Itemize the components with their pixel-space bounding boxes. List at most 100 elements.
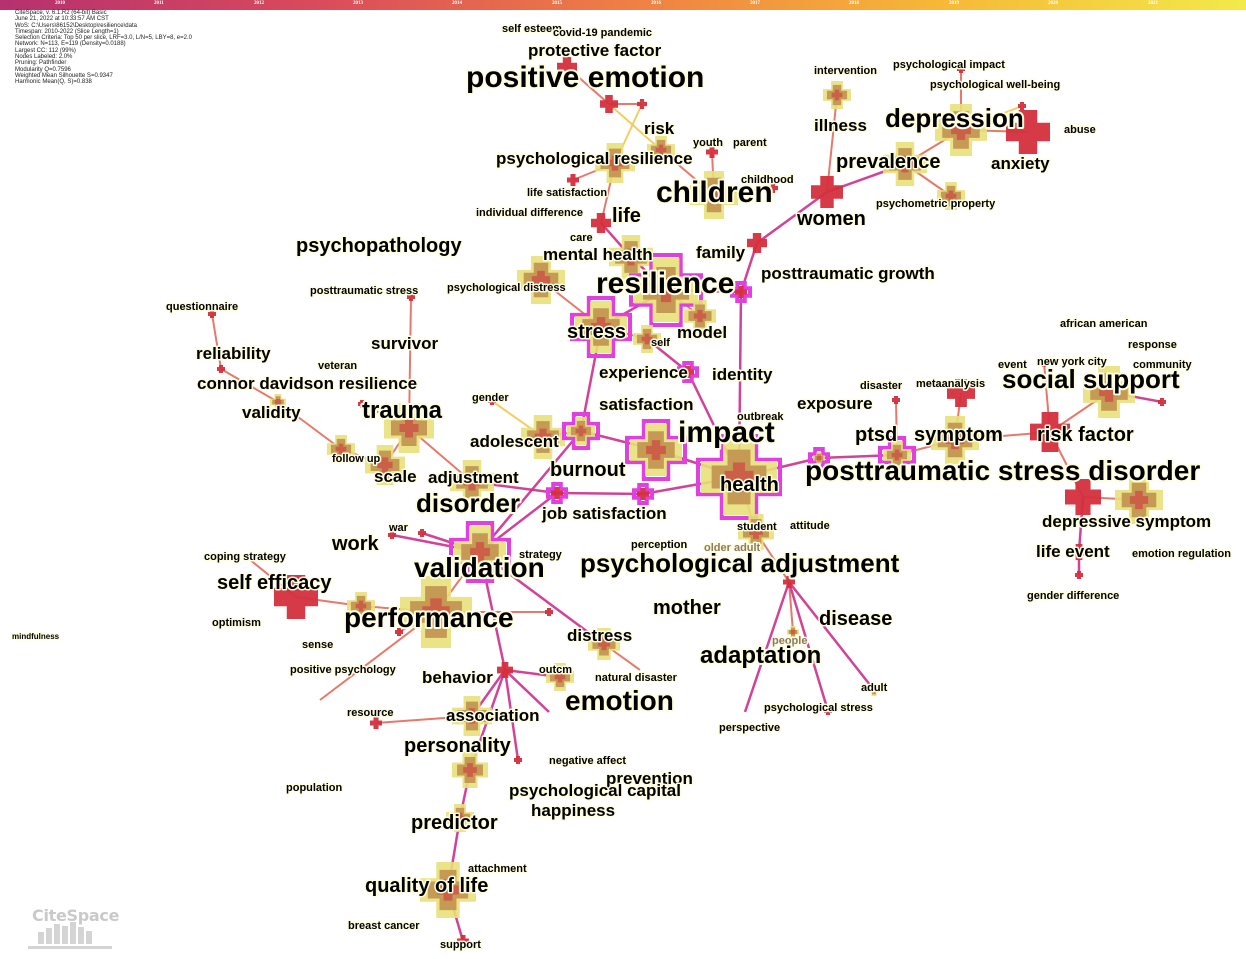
keyword-node[interactable] xyxy=(546,663,574,691)
keyword-label[interactable]: disorder xyxy=(414,486,522,520)
keyword-label[interactable]: quality of life xyxy=(364,874,490,899)
keyword-label[interactable]: mental health xyxy=(542,244,655,266)
keyword-node[interactable] xyxy=(546,482,568,504)
keyword-node[interactable] xyxy=(787,626,799,638)
keyword-node[interactable] xyxy=(811,176,843,208)
keyword-node[interactable] xyxy=(347,592,375,620)
keyword-label[interactable]: support xyxy=(439,938,483,953)
keyword-label[interactable]: metaanalysis xyxy=(915,377,987,392)
keyword-label[interactable]: validation xyxy=(412,550,547,585)
keyword-label[interactable]: covid-19 pandemic xyxy=(552,26,654,41)
keyword-node[interactable] xyxy=(1006,110,1050,154)
keyword-node[interactable] xyxy=(446,804,474,832)
keyword-label[interactable]: student xyxy=(736,520,779,535)
keyword-label[interactable]: strategy xyxy=(518,548,565,563)
keyword-label[interactable]: childhood xyxy=(740,173,796,188)
keyword-node[interactable] xyxy=(449,521,511,583)
keyword-label[interactable]: experience xyxy=(598,362,690,384)
keyword-node[interactable] xyxy=(1018,102,1026,110)
keyword-label[interactable]: population xyxy=(285,781,344,796)
keyword-node[interactable] xyxy=(497,662,513,678)
keyword-label[interactable]: exposure xyxy=(796,393,875,415)
keyword-node[interactable] xyxy=(570,296,632,358)
keyword-label[interactable]: identity xyxy=(711,364,775,386)
keyword-label[interactable]: psychological well-being xyxy=(929,78,1062,93)
keyword-label[interactable]: mindfulness xyxy=(11,631,62,643)
keyword-label[interactable]: resource xyxy=(346,706,395,721)
keyword-label[interactable]: performance xyxy=(342,600,516,635)
keyword-node[interactable] xyxy=(521,415,565,459)
keyword-node[interactable] xyxy=(1075,571,1083,579)
keyword-label[interactable]: protective factor xyxy=(527,40,664,62)
keyword-label[interactable]: adjustment xyxy=(427,467,521,489)
keyword-label[interactable]: self xyxy=(650,336,672,351)
keyword-label[interactable]: attitude xyxy=(789,519,832,534)
keyword-label[interactable]: adaptation xyxy=(698,640,823,671)
keyword-node[interactable] xyxy=(208,310,216,318)
keyword-node[interactable] xyxy=(632,483,654,505)
keyword-node[interactable] xyxy=(647,136,675,164)
keyword-label[interactable]: life event xyxy=(1035,541,1112,563)
keyword-label[interactable]: intervention xyxy=(813,64,879,79)
keyword-node[interactable] xyxy=(365,445,405,485)
keyword-node[interactable] xyxy=(370,717,382,729)
keyword-node[interactable] xyxy=(567,174,579,186)
keyword-node[interactable] xyxy=(868,684,880,696)
keyword-node[interactable] xyxy=(517,256,565,304)
keyword-label[interactable]: disaster xyxy=(859,379,905,394)
keyword-label[interactable]: outbreak xyxy=(736,410,786,425)
keyword-node[interactable] xyxy=(384,403,434,453)
keyword-label[interactable]: job satisfaction xyxy=(540,503,669,525)
keyword-label[interactable]: emotion regulation xyxy=(1131,547,1233,562)
keyword-node[interactable] xyxy=(633,325,661,353)
keyword-label[interactable]: abuse xyxy=(1063,123,1098,138)
keyword-label[interactable]: psychological stress xyxy=(763,701,875,716)
keyword-node[interactable] xyxy=(768,183,778,193)
keyword-node[interactable] xyxy=(217,365,225,373)
keyword-node[interactable] xyxy=(1065,479,1101,515)
keyword-node[interactable] xyxy=(557,57,577,77)
keyword-node[interactable] xyxy=(400,576,472,648)
keyword-label[interactable]: posttraumatic stress xyxy=(309,284,420,299)
keyword-label[interactable]: stress xyxy=(566,320,628,345)
keyword-node[interactable] xyxy=(388,531,396,539)
keyword-label[interactable]: posttraumatic growth xyxy=(760,263,937,285)
keyword-label[interactable]: work xyxy=(330,532,382,557)
keyword-label[interactable]: gender difference xyxy=(1026,589,1121,604)
keyword-label[interactable]: optimism xyxy=(211,616,263,631)
keyword-label[interactable]: positive psychology xyxy=(289,663,399,678)
keyword-node[interactable] xyxy=(452,752,488,788)
keyword-node[interactable] xyxy=(629,253,703,327)
keyword-node[interactable] xyxy=(1030,412,1070,452)
keyword-label[interactable]: breast cancer xyxy=(347,919,422,934)
keyword-label[interactable]: psychological resilience xyxy=(495,148,695,170)
keyword-label[interactable]: questionnaire xyxy=(165,300,240,315)
keyword-label[interactable]: trauma xyxy=(360,395,445,426)
keyword-label[interactable]: association xyxy=(445,705,542,727)
keyword-node[interactable] xyxy=(937,182,965,210)
keyword-node[interactable] xyxy=(609,235,653,279)
keyword-node[interactable] xyxy=(957,65,965,73)
keyword-node[interactable] xyxy=(562,412,600,450)
keyword-label[interactable]: veteran xyxy=(317,359,359,374)
keyword-node[interactable] xyxy=(395,628,403,636)
keyword-node[interactable] xyxy=(824,707,832,715)
keyword-label[interactable]: risk factor xyxy=(1036,423,1136,448)
keyword-label[interactable]: youth xyxy=(692,136,725,151)
keyword-label[interactable]: reliability xyxy=(195,343,273,365)
keyword-node[interactable] xyxy=(1071,544,1087,560)
keyword-label[interactable]: parent xyxy=(732,136,769,151)
keyword-label[interactable]: perspective xyxy=(718,721,782,736)
keyword-label[interactable]: disease xyxy=(818,607,894,632)
keyword-node[interactable] xyxy=(706,146,718,158)
keyword-node[interactable] xyxy=(883,142,927,186)
keyword-node[interactable] xyxy=(452,696,492,736)
keyword-label[interactable]: psychological impact xyxy=(892,58,1007,73)
keyword-node[interactable] xyxy=(730,281,752,303)
keyword-label[interactable]: sense xyxy=(301,638,335,653)
keyword-label[interactable]: validity xyxy=(241,402,303,424)
keyword-node[interactable] xyxy=(588,628,620,660)
keyword-node[interactable] xyxy=(270,394,286,410)
keyword-node[interactable] xyxy=(457,935,469,947)
keyword-label[interactable]: predictor xyxy=(410,811,500,836)
